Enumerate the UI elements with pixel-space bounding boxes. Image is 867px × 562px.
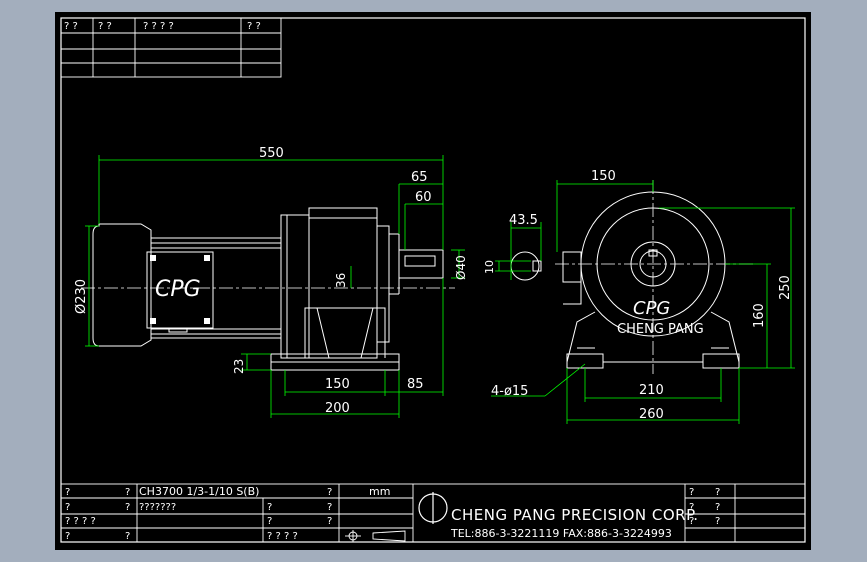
- tb-r2b: ?: [327, 502, 332, 513]
- dim-260: 260: [639, 407, 664, 422]
- rev-header-4: ? ?: [247, 21, 261, 32]
- dim-200: 200: [325, 401, 350, 416]
- output-shaft: [398, 249, 444, 279]
- dim-dia230: Ø230: [74, 279, 89, 314]
- tb-unit: mm: [369, 485, 390, 498]
- tb-rt1a: ?: [689, 487, 694, 498]
- tb-model: CH3700 1/3-1/10 S(B): [139, 485, 259, 498]
- tb-r2a: ?: [267, 502, 272, 513]
- dim-65: 65: [411, 170, 428, 185]
- end-logo: CPG: [633, 298, 670, 319]
- dim-550: 550: [259, 146, 284, 161]
- tb-r1c1: ?: [65, 487, 70, 498]
- revision-table: [60, 17, 282, 78]
- dim-23: 23: [232, 359, 246, 374]
- tb-r3c1: ? ? ? ?: [65, 516, 96, 527]
- rev-header-3: ? ? ? ?: [143, 21, 174, 32]
- company-contact: TEL:886-3-3221119 FAX:886-3-3224993: [450, 527, 672, 540]
- tb-r3b: ?: [327, 516, 332, 527]
- company-logo-icon: [418, 492, 448, 524]
- tb-r4c1: ?: [65, 531, 70, 542]
- tb-r2name: ???????: [139, 502, 176, 513]
- dim-85: 85: [407, 377, 424, 392]
- tb-rt1b: ?: [715, 487, 720, 498]
- dim-60: 60: [415, 190, 432, 205]
- dim-250: 250: [778, 275, 793, 300]
- dim-36: 36: [334, 273, 348, 288]
- dim-210: 210: [639, 383, 664, 398]
- side-logo: CPG: [155, 277, 201, 302]
- side-dimensions: [85, 155, 465, 418]
- tb-r4a: ? ? ? ?: [267, 531, 298, 542]
- end-view: [555, 180, 755, 374]
- tb-rt2a: ?: [689, 502, 694, 513]
- tb-r4c2: ?: [125, 531, 130, 542]
- dim-holes: 4-ø15: [491, 384, 528, 399]
- key-dimensions: [495, 222, 542, 280]
- rev-header-1: ? ?: [64, 21, 78, 32]
- dim-43-5: 43.5: [509, 213, 538, 228]
- tb-r2c2: ?: [125, 502, 130, 513]
- dim-150: 150: [325, 377, 350, 392]
- tb-r1q: ?: [327, 487, 332, 498]
- title-block: [60, 483, 806, 543]
- tb-r3a: ?: [267, 516, 272, 527]
- end-dimensions: [491, 180, 795, 424]
- key-detail: [510, 251, 542, 281]
- gear-box: [308, 207, 378, 359]
- terminal-box: [146, 251, 214, 329]
- dim-160: 160: [752, 303, 767, 328]
- tb-r1c2: ?: [125, 487, 130, 498]
- company-name: CHENG PANG PRECISION CORP.: [451, 506, 699, 524]
- end-logo-sub: CHENG PANG: [617, 322, 704, 337]
- fan-cover: [92, 223, 152, 347]
- tb-rt2b: ?: [715, 502, 720, 513]
- tb-r2c1: ?: [65, 502, 70, 513]
- dim-dia40: Ø40: [454, 255, 468, 280]
- rev-header-2: ? ?: [98, 21, 112, 32]
- tb-rt3b: ?: [715, 516, 720, 527]
- drawing-sheet: ? ? ? ? ? ? ? ? ? ?: [55, 12, 811, 550]
- side-view: [81, 207, 455, 371]
- dim-10: 10: [483, 260, 496, 274]
- cad-drawing: ? ? ? ? ? ? ? ? ? ?: [60, 17, 806, 543]
- projection-symbol-icon: [345, 530, 406, 542]
- tb-rt3a: ?: [689, 516, 694, 527]
- dim-end-150: 150: [591, 169, 616, 184]
